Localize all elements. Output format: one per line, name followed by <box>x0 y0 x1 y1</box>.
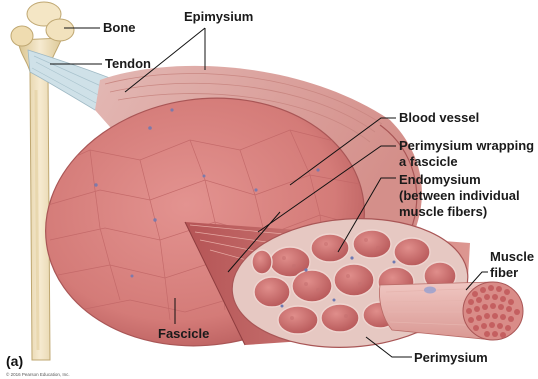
label-bone: Bone <box>103 20 136 35</box>
label-epimysium: Epimysium <box>184 9 253 24</box>
label-muscle-fiber-line1: Muscle <box>490 249 534 264</box>
label-perimysium-wrapping-line2: a fascicle <box>399 154 458 169</box>
label-endomysium-line1: Endomysium <box>399 172 481 187</box>
label-perimysium-wrapping-line1: Perimysium wrapping <box>399 138 534 153</box>
label-muscle-fiber-line2: fiber <box>490 265 518 280</box>
label-perimysium: Perimysium <box>414 350 488 365</box>
copyright-notice: © 2016 Pearson Education, Inc. <box>6 372 70 377</box>
label-fascicle: Fascicle <box>158 326 209 341</box>
label-tendon: Tendon <box>105 56 151 71</box>
label-endomysium-line2: (between individual <box>399 188 520 203</box>
label-endomysium-line3: muscle fibers) <box>399 204 487 219</box>
panel-label: (a) <box>6 353 23 369</box>
label-blood-vessel: Blood vessel <box>399 110 479 125</box>
